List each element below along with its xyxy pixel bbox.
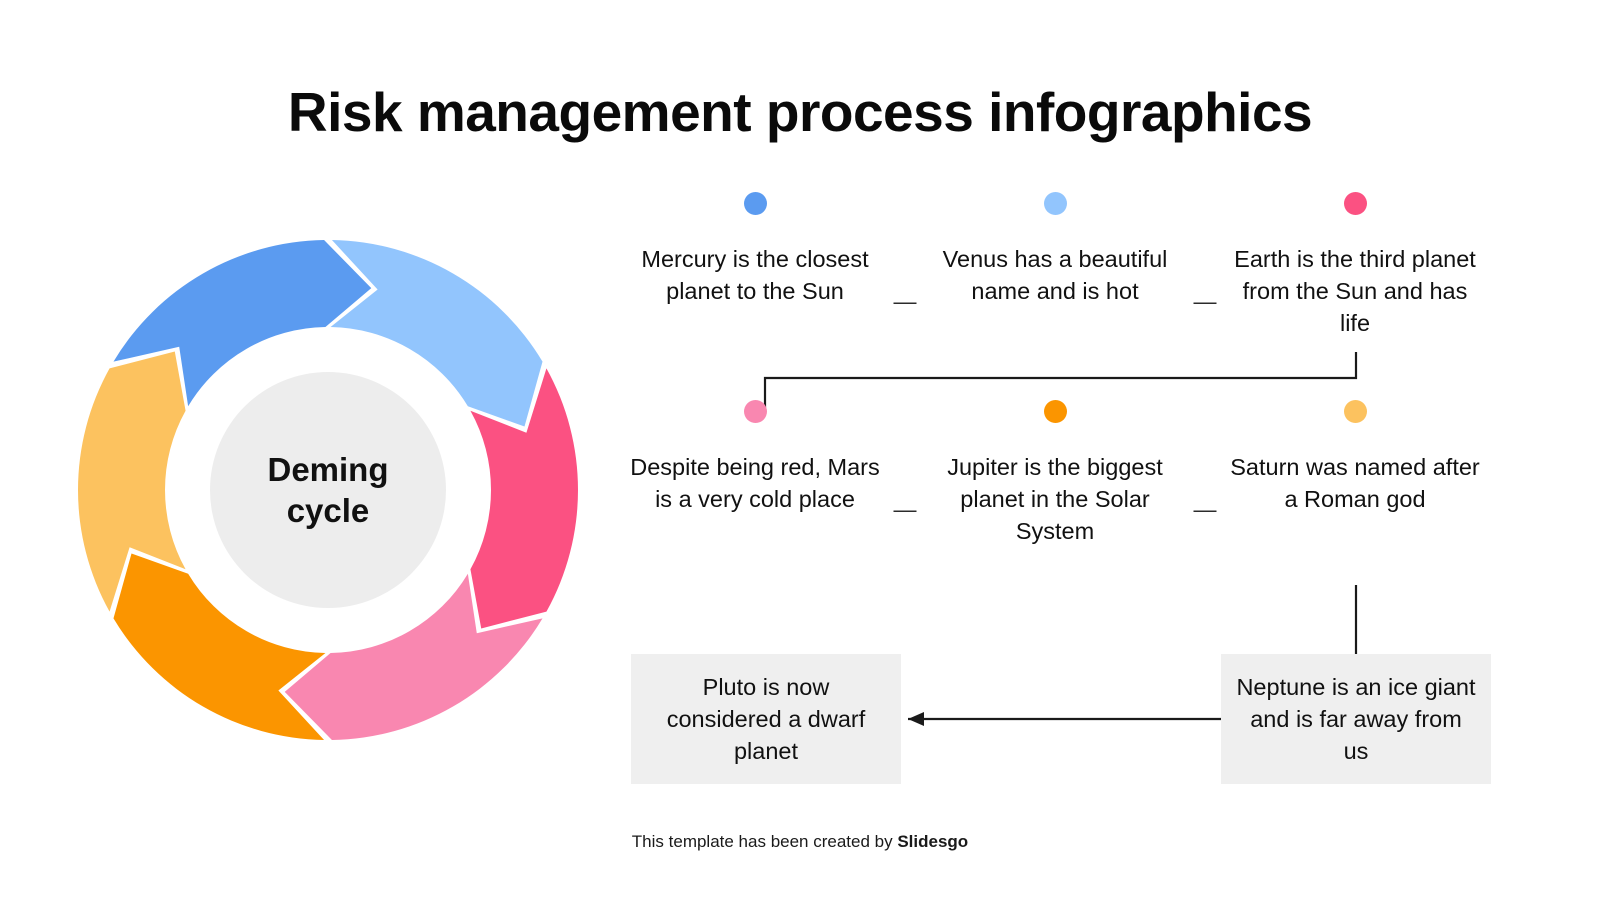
flow-dot-jupiter	[1043, 400, 1067, 423]
flow-dot-earth	[1343, 192, 1367, 215]
flow-separator-4: —	[1193, 496, 1217, 522]
flow-separator-3: —	[893, 496, 917, 522]
footer-brand-slidesgo[interactable]: Slidesgo	[897, 832, 969, 851]
flow-dot-mars	[743, 400, 767, 423]
donut-svg	[78, 240, 578, 740]
flow-item-mercury[interactable]: Mercury is the closest planet to the Sun	[620, 192, 890, 307]
flow-separator-1: —	[893, 288, 917, 314]
flow-dot-venus	[1043, 192, 1067, 215]
flow-text-earth: Earth is the third planet from the Sun a…	[1234, 246, 1476, 337]
flow-text-jupiter: Jupiter is the biggest planet in the Sol…	[947, 454, 1163, 545]
donut-segment-venus[interactable]	[330, 240, 543, 427]
flow-item-mars[interactable]: Despite being red, Mars is a very cold p…	[620, 400, 890, 515]
donut-segment-group	[78, 240, 578, 740]
flow-dot-saturn	[1343, 400, 1367, 423]
flow-item-earth[interactable]: Earth is the third planet from the Sun a…	[1220, 192, 1490, 340]
footer-credit: This template has been created by Slides…	[0, 832, 1600, 852]
flow-item-saturn[interactable]: Saturn was named after a Roman god	[1220, 400, 1490, 515]
deming-cycle-donut-chart: Deming cycle	[58, 220, 598, 760]
flow-box-neptune[interactable]: Neptune is an ice giant and is far away …	[1221, 654, 1491, 784]
flow-row-bottom: Despite being red, Mars is a very cold p…	[620, 400, 1520, 548]
flow-box-pluto-text: Pluto is now considered a dwarf planet	[666, 673, 866, 765]
flow-dot-mercury	[743, 192, 767, 215]
footer-prefix: This template has been created by	[631, 832, 898, 851]
flow-text-saturn: Saturn was named after a Roman god	[1230, 454, 1480, 513]
flow-item-jupiter[interactable]: Jupiter is the biggest planet in the Sol…	[920, 400, 1190, 548]
donut-segment-earth[interactable]	[470, 368, 578, 629]
donut-segment-saturn[interactable]	[78, 351, 186, 612]
flow-row-top: Mercury is the closest planet to the Sun…	[620, 192, 1520, 340]
flow-text-venus: Venus has a beautiful name and is hot	[942, 246, 1168, 305]
donut-segment-jupiter[interactable]	[113, 553, 326, 740]
flow-text-mercury: Mercury is the closest planet to the Sun	[641, 246, 869, 305]
flow-box-pluto[interactable]: Pluto is now considered a dwarf planet	[631, 654, 901, 784]
flow-text-mars: Despite being red, Mars is a very cold p…	[630, 454, 880, 513]
flow-separator-2: —	[1193, 288, 1217, 314]
donut-inner-circle	[210, 372, 446, 608]
flow-item-venus[interactable]: Venus has a beautiful name and is hot	[920, 192, 1190, 307]
flow-box-neptune-text: Neptune is an ice giant and is far away …	[1236, 673, 1476, 765]
page-title: Risk management process infographics	[287, 81, 1313, 143]
flow-diagram: Mercury is the closest planet to the Sun…	[620, 180, 1520, 820]
donut-segment-mars[interactable]	[284, 573, 543, 740]
donut-segment-mercury[interactable]	[113, 240, 372, 407]
